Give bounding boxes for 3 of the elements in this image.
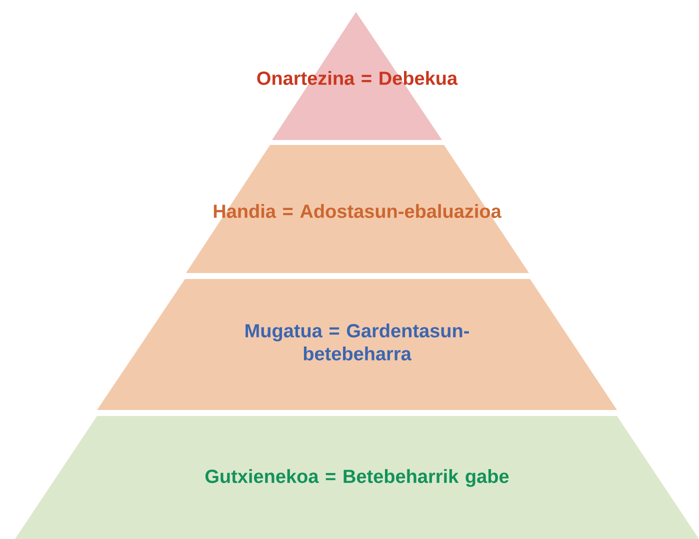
pyramid-band: Gutxienekoa = Betebeharrik gabe xyxy=(15,416,699,539)
pyramid-band: Onartezina = Debekua xyxy=(257,12,458,140)
pyramid-band: Mugatua = Gardentasun-betebeharra xyxy=(97,279,617,410)
